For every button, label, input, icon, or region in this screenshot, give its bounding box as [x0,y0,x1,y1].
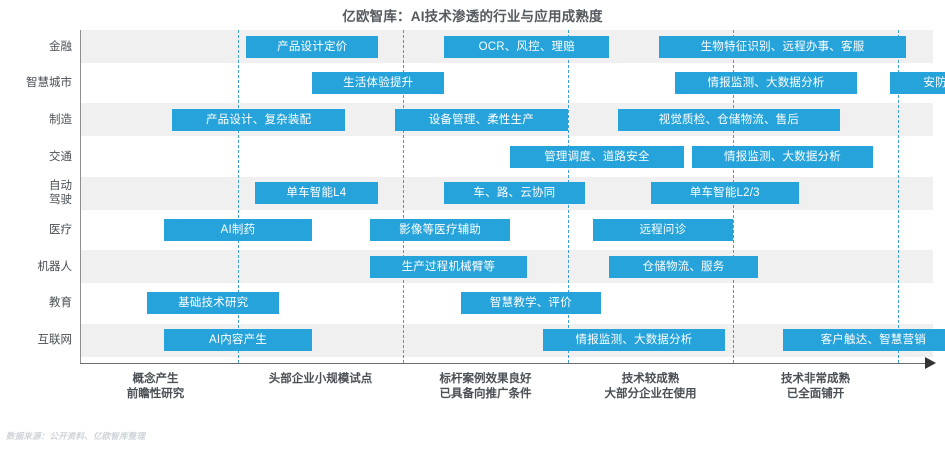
source-footnote: 数据来源：公开资料、亿欧智库整理 [6,431,146,441]
maturity-bar[interactable]: OCR、风控、理赔 [444,35,610,58]
category-label: 机器人 [0,260,73,274]
category-label: 制造 [0,113,72,127]
category-label-line: 制造 [49,113,72,126]
maturity-bar[interactable]: 产品设计、复杂装配 [172,108,346,131]
x-axis-line [80,363,930,364]
stage-label-line: 概念产生 [132,373,179,385]
stage-label-line: 技术非常成熟 [781,373,850,385]
category-label: 教育 [0,296,72,310]
chart-gridline [898,30,899,363]
category-label-line: 机器人 [37,260,73,273]
chart-gridline [403,30,404,363]
stage-label: 概念产生前瞻性研究 [76,372,236,402]
stage-label-line: 标杆案例效果良好 [439,373,532,385]
maturity-bar[interactable]: 单车智能L2/3 [650,182,799,205]
category-label: 智慧城市 [0,76,72,90]
category-label: 互联网 [0,333,73,347]
stage-label-line: 技术较成熟 [621,373,680,385]
maturity-bar[interactable]: 智慧教学、评价 [460,292,601,315]
category-label: 金融 [0,40,72,54]
maturity-bar[interactable]: 单车智能L4 [254,182,379,205]
maturity-bar[interactable]: 远程问诊 [592,219,733,241]
category-label: 交通 [0,150,72,164]
category-label-line: 互联网 [37,334,73,347]
category-label-line: 医疗 [49,224,72,236]
stage-label: 技术较成熟大部分企业在使用 [571,372,731,402]
maturity-bar[interactable]: 生活体验提升 [312,72,445,95]
maturity-bar[interactable]: 生产过程机械臂等 [370,255,527,278]
maturity-bar[interactable]: 影像等医疗辅助 [370,219,511,241]
maturity-bar[interactable]: 生物特征识别、远程办事、客服 [658,35,907,58]
chart-gridline [238,30,239,363]
stage-label: 技术非常成熟已全面铺开 [736,372,896,402]
maturity-bar[interactable]: 设备管理、柔性生产 [394,108,568,131]
x-axis-stage-labels: 概念产生前瞻性研究头部企业小规模试点标杆案例效果良好已具备向推广条件技术较成熟大… [0,370,945,415]
maturity-bar[interactable]: 客户触达、智慧营销 [782,329,945,352]
stage-label: 标杆案例效果良好已具备向推广条件 [406,372,566,402]
page-title: 亿欧智库：AI技术渗透的行业与应用成熟度 [342,9,603,24]
maturity-bar[interactable]: AI内容产生 [163,329,313,352]
category-label-line: 交通 [49,150,72,163]
stage-label-line: 已全面铺开 [786,388,845,400]
maturity-bar[interactable]: 基础技术研究 [147,292,280,315]
chart-plot-wrapper: 金融智慧城市制造交通自动驾驶医疗机器人教育互联网 产品设计定价 OCR、风控、理赔… [0,30,945,365]
category-label-line: 驾驶 [49,194,72,207]
category-label-line: 自动 [49,180,72,193]
maturity-bar[interactable]: 情报监测、大数据分析 [675,72,857,95]
stage-label-line: 已具备向推广条件 [439,388,532,400]
category-label-line: 智慧城市 [26,77,72,90]
stage-label: 头部企业小规模试点 [241,372,401,387]
maturity-bar[interactable]: 管理调度、道路安全 [510,145,684,168]
category-axis-labels: 金融智慧城市制造交通自动驾驶医疗机器人教育互联网 [0,30,80,363]
stage-label-line: 大部分企业在使用 [604,388,697,400]
x-axis-arrow-icon [925,357,936,369]
maturity-bar[interactable]: 情报监测、大数据分析 [691,145,874,168]
category-label: 医疗 [0,223,72,237]
category-label-line: 金融 [49,40,72,53]
maturity-bar[interactable]: 视觉质检、仓储物流、售后 [617,108,841,131]
maturity-bar[interactable]: 安防 [889,72,945,95]
maturity-bar[interactable]: 车、路、云协同 [444,182,585,205]
y-axis-line [80,30,81,363]
maturity-bar[interactable]: 产品设计定价 [246,35,379,58]
maturity-bar[interactable]: 情报监测、大数据分析 [543,329,725,352]
category-label-line: 教育 [49,297,72,310]
maturity-bar[interactable]: 仓储物流、服务 [609,255,758,278]
stage-label-line: 前瞻性研究 [126,388,185,400]
category-label: 自动驾驶 [0,179,72,207]
stage-label-line: 头部企业小规模试点 [268,373,373,385]
maturity-bar[interactable]: AI制药 [163,219,313,241]
